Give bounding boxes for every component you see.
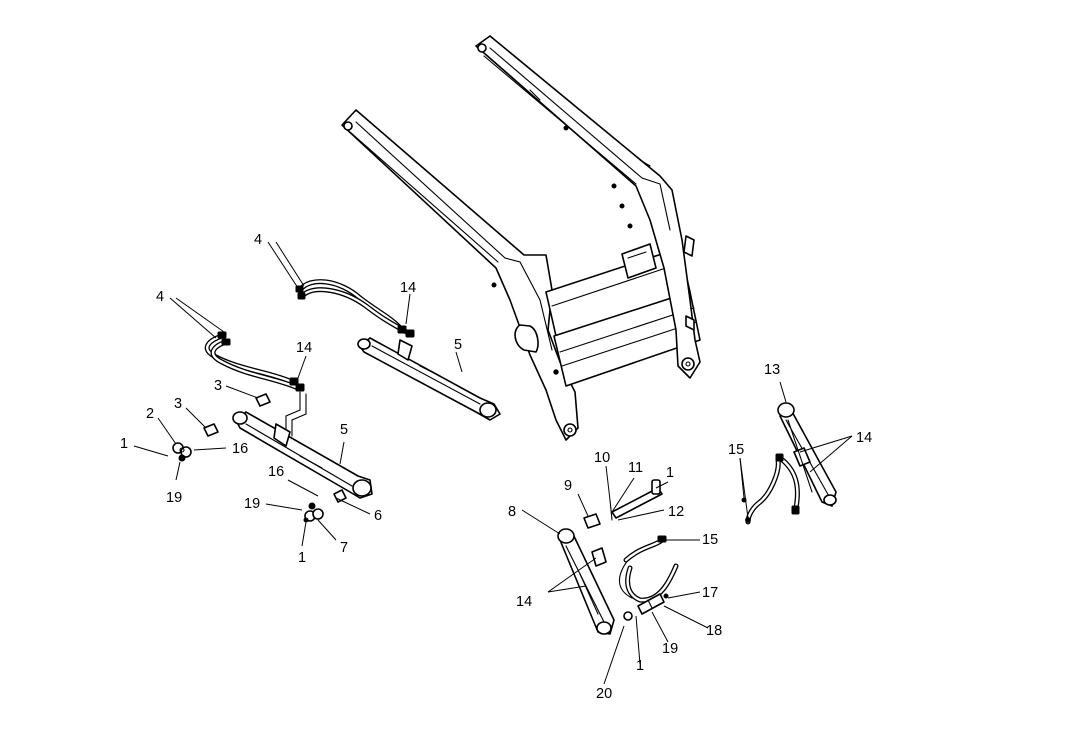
callout-14: 14	[400, 280, 416, 296]
loader-frame	[341, 35, 701, 441]
callout-8: 8	[508, 504, 516, 520]
upper-hose-assembly	[295, 279, 415, 338]
left-hardware	[172, 393, 347, 523]
callout-19: 19	[244, 496, 260, 512]
callout-14: 14	[296, 340, 312, 356]
callout-6: 6	[374, 508, 382, 524]
callout-15: 15	[728, 442, 744, 458]
lower-hose-assembly	[204, 331, 307, 437]
callout-4: 4	[156, 289, 164, 305]
callout-2: 2	[146, 406, 154, 422]
upper-cylinder	[357, 337, 501, 421]
callout-5: 5	[454, 337, 462, 353]
callout-1: 1	[666, 465, 674, 481]
callout-10: 10	[594, 450, 610, 466]
callout-14: 14	[516, 594, 532, 610]
callout-3: 3	[174, 396, 182, 412]
right-cylinder-group	[741, 402, 837, 525]
callout-7: 7	[340, 540, 348, 556]
callout-19: 19	[166, 490, 182, 506]
center-cylinder-group	[557, 479, 679, 635]
callout-12: 12	[668, 504, 684, 520]
callout-4: 4	[254, 232, 262, 248]
callout-11: 11	[628, 460, 643, 476]
callout-5: 5	[340, 422, 348, 438]
callout-13: 13	[764, 362, 780, 378]
callout-1: 1	[120, 436, 128, 452]
callout-20: 20	[596, 686, 612, 702]
callout-14: 14	[856, 430, 872, 446]
callout-3: 3	[214, 378, 222, 394]
callout-9: 9	[564, 478, 572, 494]
leader-lines	[133, 241, 853, 685]
callout-17: 17	[702, 585, 718, 601]
lower-cylinder	[232, 411, 373, 499]
callout-1: 1	[636, 658, 644, 674]
callout-19: 19	[662, 641, 678, 657]
callout-16: 16	[268, 464, 284, 480]
callout-16: 16	[232, 441, 248, 457]
callout-1: 1	[298, 550, 306, 566]
callout-18: 18	[706, 623, 722, 639]
callout-labels: 4 4 14 14 5 5 3 3 2 1 16 19 16 19 6 7 1 …	[120, 232, 872, 702]
callout-15: 15	[702, 532, 718, 548]
